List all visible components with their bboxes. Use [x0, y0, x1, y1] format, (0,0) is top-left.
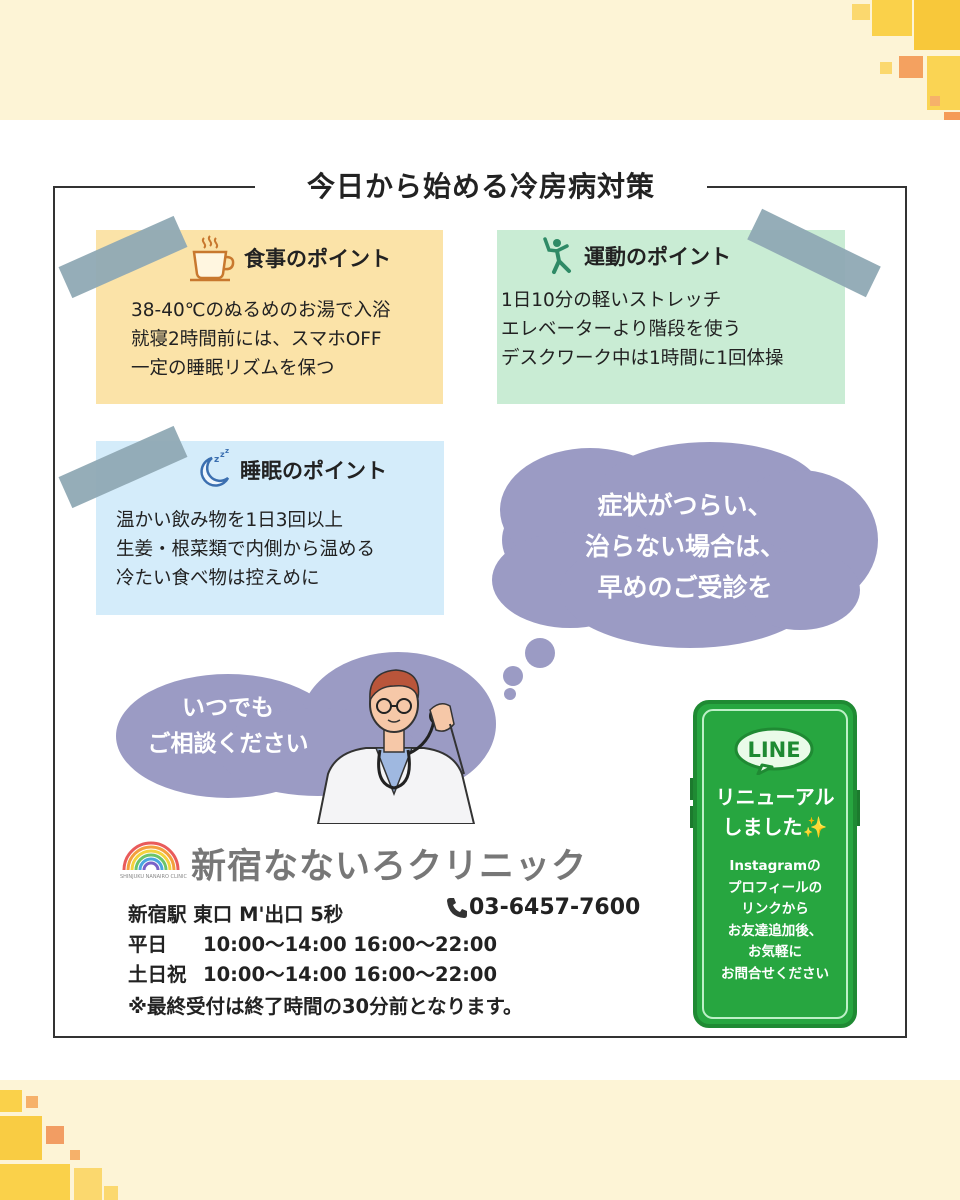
line-logo-icon: LINE — [734, 727, 814, 775]
svg-text:z: z — [214, 455, 219, 465]
line-renew-text: リニューアル しました✨ — [715, 785, 835, 839]
line-note-text: Instagramの プロフィールの リンクから お友達追加後、 お気軽に お問… — [721, 858, 829, 982]
food-points-list: 38-40℃のぬるめのお湯で入浴 就寝2時間前には、スマホOFF 一定の睡眠リズ… — [131, 296, 391, 383]
list-item: デスクワーク中は1時間に1回体操 — [501, 348, 784, 369]
list-item: 温かい飲み物を1日3回以上 — [116, 510, 344, 531]
hours-label: 平日 — [128, 933, 168, 956]
list-item: 38-40℃のぬるめのお湯で入浴 — [131, 300, 391, 321]
sleep-heading: 睡眠のポイント — [240, 459, 387, 483]
page-title: 今日から始める冷房病対策 — [255, 164, 707, 210]
food-card-header: 食事のポイント — [186, 232, 391, 284]
list-item: 冷たい食べ物は控えめに — [116, 568, 320, 589]
consult-bubble-text: いつでも ご相談ください — [147, 695, 309, 757]
thought-cloud — [492, 442, 878, 700]
svg-text:z: z — [225, 448, 229, 455]
coffee-cup-icon — [190, 235, 235, 282]
clinic-name: 新宿なないろクリニック — [191, 847, 588, 887]
rainbow-logo-icon — [122, 841, 180, 871]
list-item: エレベーターより階段を使う — [501, 319, 742, 340]
list-item: 一定の睡眠リズムを保つ — [131, 358, 335, 379]
phone-icon — [447, 897, 467, 918]
thought-bubble-text: 症状がつらい、 治らない場合は、 早めのご受診を — [584, 491, 785, 602]
clinic-phone[interactable]: 03-6457-7600 — [445, 895, 640, 920]
phone-side-button — [690, 778, 694, 800]
top-band — [0, 0, 960, 120]
phone-side-button — [856, 790, 860, 826]
line-logo-text: LINE — [747, 738, 800, 762]
hours-row-weekday: 平日 10:00〜14:00 16:00〜22:00 — [128, 928, 497, 957]
clinic-access: 新宿駅 東口 M'出口 5秒 — [128, 903, 344, 926]
reception-note: ※最終受付は終了時間の30分前となります。 — [128, 995, 523, 1018]
food-heading: 食事のポイント — [244, 247, 391, 271]
exercise-heading: 運動のポイント — [584, 245, 731, 269]
doctor-illustration-icon — [316, 669, 476, 824]
exercise-points-list: 1日10分の軽いストレッチ エレベーターより階段を使う デスクワーク中は1時間に… — [501, 286, 784, 373]
svg-text:z: z — [220, 450, 225, 459]
list-item: 1日10分の軽いストレッチ — [501, 290, 722, 311]
clinic-logo-subtext: SHINJUKU NANAIRO CLINIC — [120, 874, 187, 880]
hours-time: 10:00〜14:00 16:00〜22:00 — [203, 963, 498, 986]
sleep-card-header: z z z 睡眠のポイント — [190, 448, 387, 492]
phone-side-button — [690, 806, 694, 828]
list-item: 生姜・根菜類で内側から温める — [116, 539, 376, 560]
sleep-points-list: 温かい飲み物を1日3回以上 生姜・根菜類で内側から温める 冷たい食べ物は控えめに — [116, 506, 375, 593]
list-item: 就寝2時間前には、スマホOFF — [131, 329, 382, 350]
hours-row-holiday: 土日祝 10:00〜14:00 16:00〜22:00 — [128, 958, 497, 987]
moon-zzz-icon: z z z — [200, 448, 230, 487]
hours-label: 土日祝 — [128, 963, 187, 986]
phone-number: 03-6457-7600 — [469, 895, 641, 920]
bottom-band — [0, 1080, 960, 1200]
exercise-card-header: 運動のポイント — [540, 236, 731, 276]
hours-time: 10:00〜14:00 16:00〜22:00 — [203, 933, 498, 956]
stretch-person-icon — [543, 237, 571, 274]
